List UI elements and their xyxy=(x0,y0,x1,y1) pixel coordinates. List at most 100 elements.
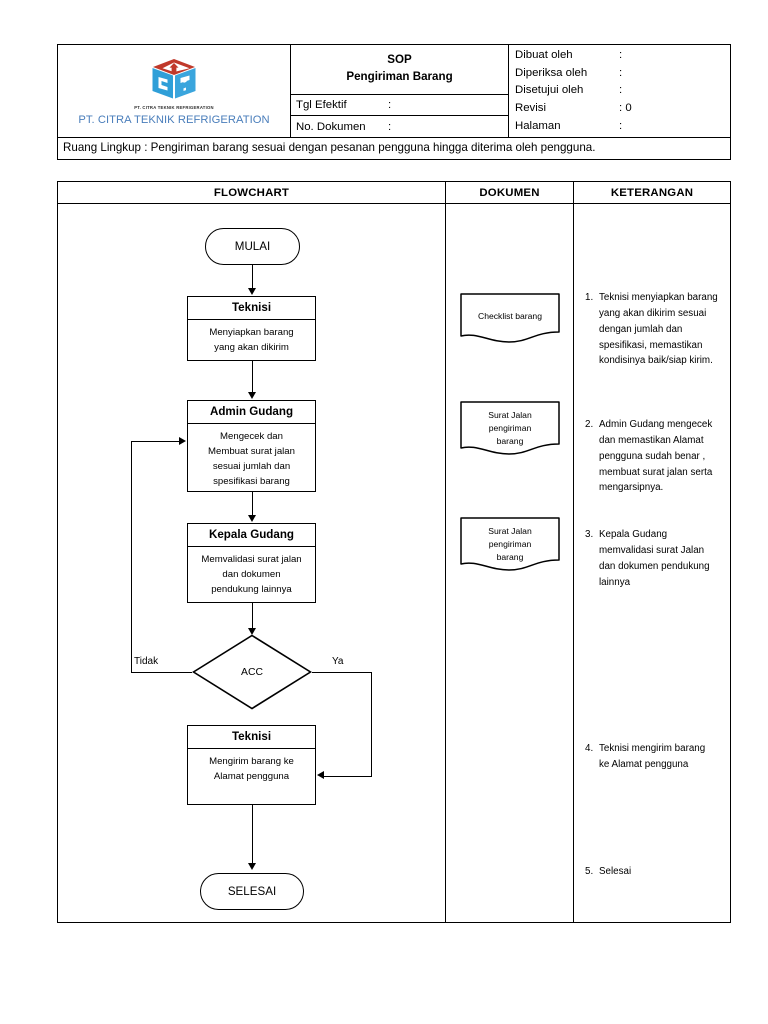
flow-step-kepala-gudang-role: Kepala Gudang xyxy=(188,524,315,547)
flow-step-admin-gudang-line3: sesuai jumlah dan xyxy=(212,460,291,472)
document-surat-jalan-1: Surat Jalan pengiriman barang xyxy=(459,400,561,460)
keterangan-item-3: 3. Kepala Gudang memvalidasi surat Jalan… xyxy=(582,527,722,590)
meta-dibuat-oleh-label: Dibuat oleh xyxy=(515,49,573,61)
meta-disetujui-oleh-label: Disetujui oleh xyxy=(515,84,584,97)
meta-revisi: Revisi : 0 xyxy=(515,100,730,118)
connector-step1-to-step2 xyxy=(251,361,253,393)
document-surat-jalan-2-line1: Surat Jalan xyxy=(488,526,532,536)
connector-tidak-horizontal-out xyxy=(131,671,192,673)
connector-step4-to-end xyxy=(251,805,253,865)
keterangan-item-1-number: 1. xyxy=(585,292,594,303)
connector-step3-to-decision xyxy=(251,603,253,631)
logo-cell: PT. CITRA TEKNIK REFRIGERATION PT. CITRA… xyxy=(58,45,291,138)
document-surat-jalan-2-line2: pengiriman xyxy=(488,538,532,549)
flow-step-teknisi-1-line2: yang akan dikirim xyxy=(214,341,289,353)
column-header-flowchart: FLOWCHART xyxy=(58,182,446,203)
scope-line: Ruang Lingkup : Pengiriman barang sesuai… xyxy=(58,137,730,159)
keterangan-item-2: 2. Admin Gudang mengecek dan memastikan … xyxy=(582,417,722,496)
document-checklist-barang-label: Checklist barang xyxy=(477,311,542,321)
document-surat-jalan-1-line1: Surat Jalan xyxy=(488,410,532,420)
flow-start-terminator: MULAI xyxy=(205,228,300,265)
flow-step-teknisi-1-role: Teknisi xyxy=(188,297,315,320)
keterangan-item-4-text: Teknisi mengirim barang ke Alamat penggu… xyxy=(599,743,706,770)
flow-decision-acc-label: ACC xyxy=(241,666,263,678)
flow-step-admin-gudang-line1: Mengecek dan xyxy=(220,431,283,442)
meta-diperiksa-oleh-value: : xyxy=(619,66,623,79)
meta-halaman-value: : xyxy=(619,119,623,132)
sop-title-line1: SOP xyxy=(387,53,412,67)
keterangan-item-1: 1. Teknisi menyiapkan barang yang akan d… xyxy=(582,290,722,369)
column-header-dokumen: DOKUMEN xyxy=(446,182,574,203)
document-surat-jalan-2: Surat Jalan pengiriman barang xyxy=(459,516,561,576)
sop-title-line2: Pengiriman Barang xyxy=(346,70,453,84)
keterangan-column: 1. Teknisi menyiapkan barang yang akan d… xyxy=(574,204,730,922)
connector-ya-horizontal-in xyxy=(324,775,371,777)
keterangan-item-5: 5. Selesai xyxy=(582,864,722,880)
document-surat-jalan-1-label: Surat Jalan pengiriman barang xyxy=(459,409,561,448)
keterangan-item-3-number: 3. xyxy=(585,529,594,540)
field-tgl-efektif-colon: : xyxy=(388,99,392,112)
field-no-dokumen-label: No. Dokumen xyxy=(296,120,366,133)
flow-step-teknisi-2-role: Teknisi xyxy=(188,726,315,749)
flow-end-terminator: SELESAI xyxy=(200,873,304,910)
meta-dibuat-oleh: Dibuat oleh : xyxy=(515,47,730,65)
field-tgl-efektif: Tgl Efektif : xyxy=(291,95,508,117)
flow-step-admin-gudang-line2: Membuat surat jalan xyxy=(208,445,295,457)
keterangan-item-1-text: Teknisi menyiapkan barang yang akan diki… xyxy=(599,292,718,367)
connector-tidak-horizontal-in xyxy=(131,441,179,443)
meta-dibuat-oleh-value: : xyxy=(619,49,623,61)
arrowhead-ya-to-step4 xyxy=(317,771,324,780)
flow-step-teknisi-2: Teknisi Mengirim barang ke Alamat penggu… xyxy=(187,725,316,805)
sop-title: SOP Pengiriman Barang xyxy=(291,45,508,96)
document-checklist-barang: Checklist barang xyxy=(459,292,561,346)
arrowhead-step2-to-step3 xyxy=(247,515,256,522)
keterangan-item-5-text: Selesai xyxy=(599,866,632,877)
flow-step-admin-gudang-body: Mengecek dan Membuat surat jalan sesuai … xyxy=(188,424,315,491)
header-main-row: PT. CITRA TEKNIK REFRIGERATION PT. CITRA… xyxy=(58,45,730,138)
connector-step2-to-step3 xyxy=(251,492,253,516)
connector-tidak-vertical xyxy=(131,441,133,672)
flow-step-teknisi-1-line1: Menyiapkan barang xyxy=(209,327,294,338)
ctr-cube-logo-icon xyxy=(145,58,203,104)
field-tgl-efektif-label: Tgl Efektif xyxy=(296,99,347,112)
keterangan-item-5-number: 5. xyxy=(585,866,594,877)
field-no-dokumen-colon: : xyxy=(388,120,392,133)
dokumen-column: Checklist barang Surat Jalan pengiriman … xyxy=(446,204,574,922)
meta-revisi-value: : 0 xyxy=(619,102,632,115)
document-surat-jalan-2-line3: barang xyxy=(496,551,524,562)
document-surat-jalan-1-line2: pengiriman xyxy=(488,422,532,433)
flow-step-teknisi-1-body: Menyiapkan barang yang akan dikirim xyxy=(188,320,315,360)
arrowhead-step1-to-step2 xyxy=(247,392,256,399)
keterangan-item-3-text: Kepala Gudang memvalidasi surat Jalan da… xyxy=(599,529,710,588)
arrowhead-tidak-to-step2 xyxy=(179,436,186,445)
document-surat-jalan-2-label: Surat Jalan pengiriman barang xyxy=(459,525,561,564)
meta-halaman-label: Halaman xyxy=(515,119,561,132)
connector-ya-horizontal-out xyxy=(312,671,372,673)
document-surat-jalan-1-line3: barang xyxy=(496,435,524,446)
arrowhead-step3-to-decision xyxy=(247,628,256,635)
edge-label-ya: Ya xyxy=(332,656,344,667)
column-header-keterangan: KETERANGAN xyxy=(610,186,694,199)
flow-decision-acc: ACC xyxy=(192,634,312,710)
flow-step-teknisi-2-body: Mengirim barang ke Alamat pengguna xyxy=(188,749,315,804)
flow-step-kepala-gudang-line1: Memvalidasi surat jalan xyxy=(201,554,302,565)
keterangan-item-4-number: 4. xyxy=(585,743,594,754)
connector-ya-vertical xyxy=(371,671,373,777)
meta-revisi-label: Revisi xyxy=(515,102,547,115)
meta-disetujui-oleh: Disetujui oleh : xyxy=(515,82,730,100)
arrowhead-start-to-step1 xyxy=(247,288,256,295)
meta-diperiksa-oleh: Diperiksa oleh : xyxy=(515,65,730,83)
flow-step-admin-gudang-role: Admin Gudang xyxy=(188,401,315,424)
approval-meta-cell: Dibuat oleh : Diperiksa oleh : Disetujui… xyxy=(509,45,730,137)
flow-step-kepala-gudang-line2: dan dokumen xyxy=(222,568,281,580)
flow-step-teknisi-2-line1: Mengirim barang ke xyxy=(209,756,294,767)
meta-diperiksa-oleh-label: Diperiksa oleh xyxy=(515,66,588,79)
flow-step-admin-gudang: Admin Gudang Mengecek dan Membuat surat … xyxy=(187,400,316,492)
title-cell: SOP Pengiriman Barang Tgl Efektif : No. … xyxy=(291,45,509,138)
flow-step-teknisi-1: Teknisi Menyiapkan barang yang akan diki… xyxy=(187,296,316,361)
keterangan-item-2-number: 2. xyxy=(585,419,594,430)
flowchart-column: MULAI Teknisi Menyiapkan barang yang aka… xyxy=(58,204,446,922)
flow-step-kepala-gudang-line3: pendukung lainnya xyxy=(211,583,292,595)
flow-step-admin-gudang-line4: spesifikasi barang xyxy=(213,475,290,487)
flowchart-table-header: FLOWCHART DOKUMEN KETERANGAN xyxy=(58,182,730,204)
